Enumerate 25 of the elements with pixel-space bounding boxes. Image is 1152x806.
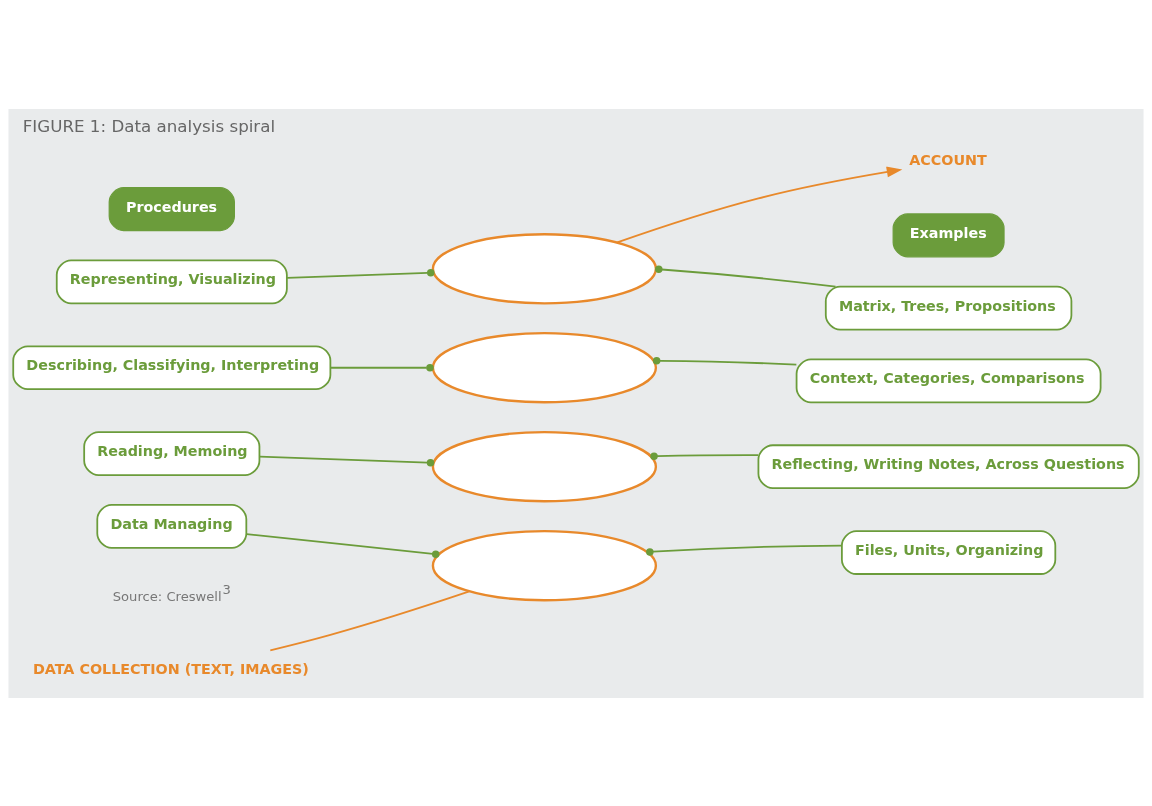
node-box: Examples [892,212,1005,257]
connector [646,544,843,556]
node-box: Describing, Classifying, Interpreting [12,344,332,390]
arrow [616,166,903,243]
connector [650,451,760,460]
connector [652,356,798,365]
node-box: Data Managing [96,503,248,549]
node-text: ACCOUNT [909,151,987,168]
connector [258,455,435,466]
node-box: Reflecting, Writing Notes, Across Questions [757,443,1140,489]
node-box: Context, Categories, Comparisons [795,358,1102,403]
connector [286,268,435,279]
connector [329,363,434,371]
node-ellipse [431,232,658,305]
connector [269,589,471,651]
node-box: Reading, Memoing [83,430,261,476]
node-box: Matrix, Trees, Propositions [824,285,1073,330]
node-ellipse [431,331,658,403]
node-text: DATA COLLECTION (TEXT, IMAGES) [32,660,309,677]
connector [245,532,440,558]
connector [655,265,837,287]
node-box: Files, Units, Organizing [841,529,1057,575]
node-box: Representing, Visualizing [55,259,288,304]
diagram-title: FIGURE 1: Data analysis spiral [22,116,276,136]
node-box: Procedures [108,186,235,231]
